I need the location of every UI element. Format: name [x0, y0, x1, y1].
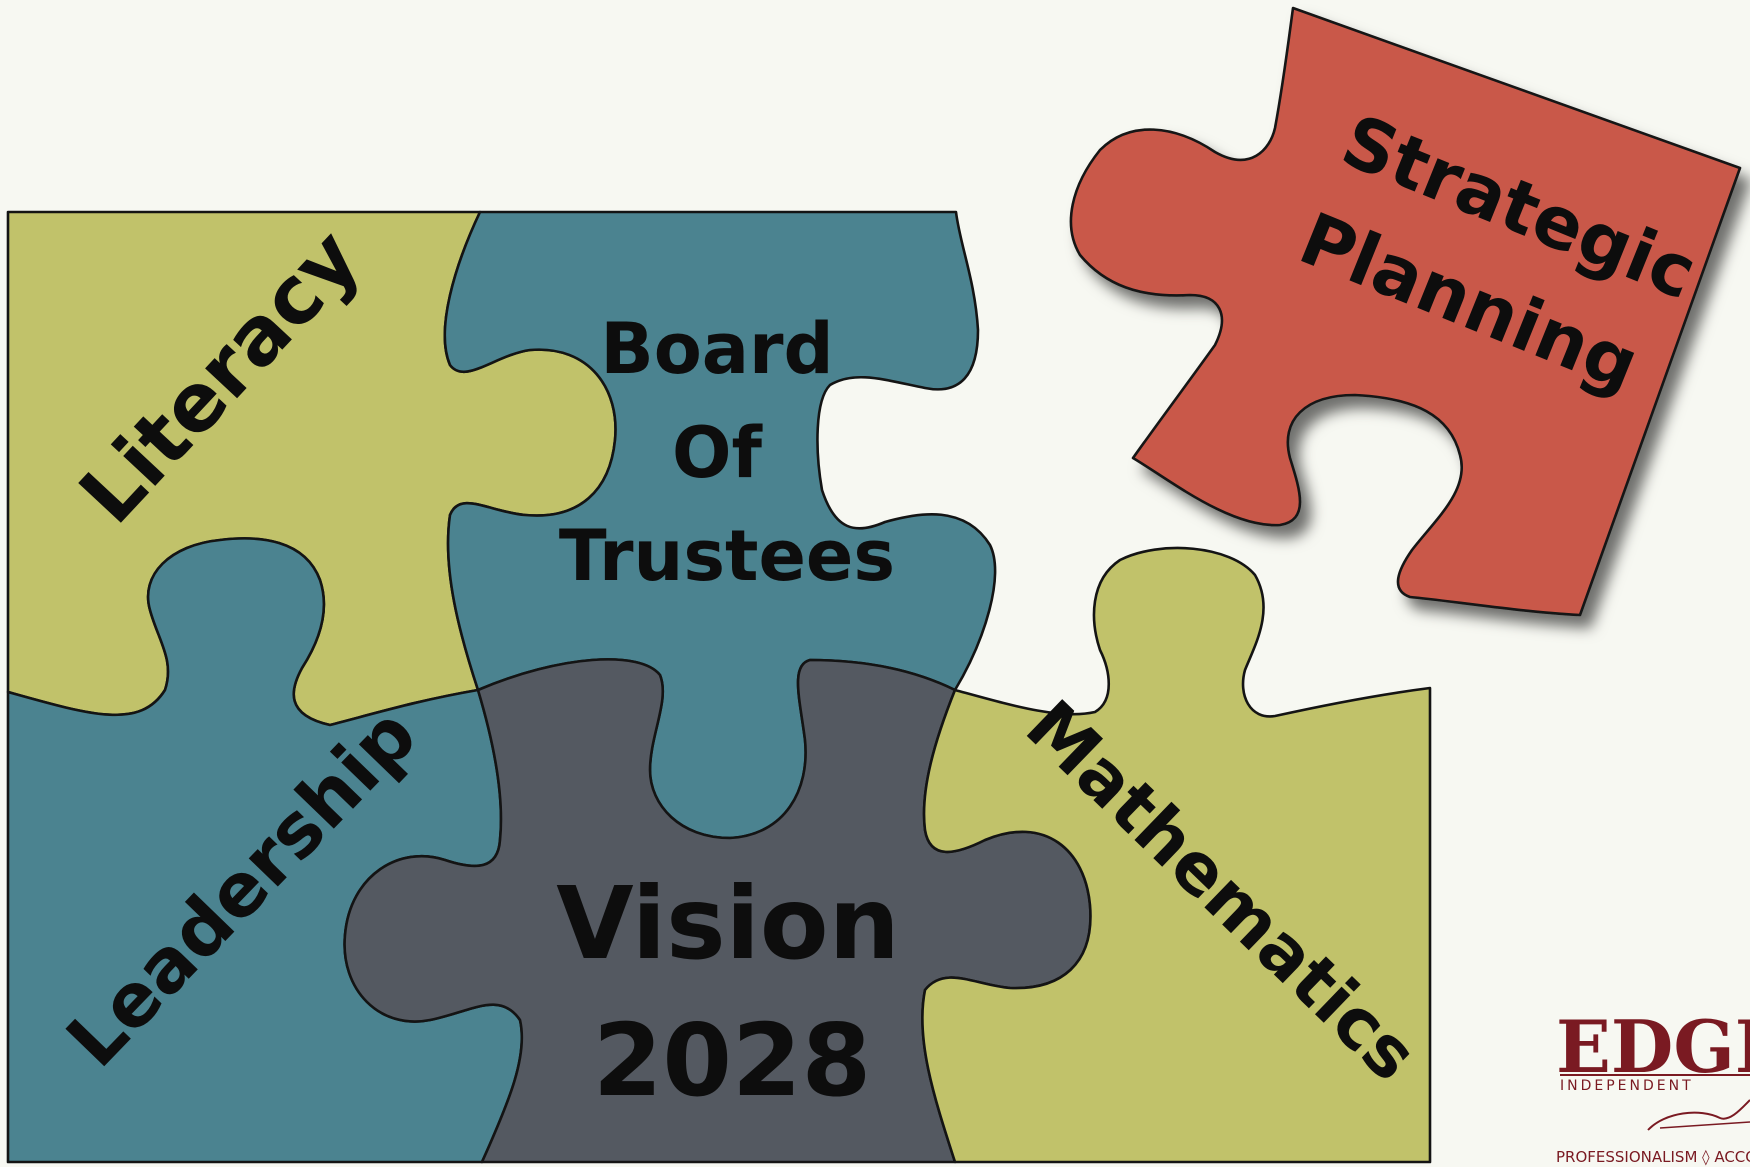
board-label-line2: Of	[672, 412, 764, 494]
strategic-piece	[1069, 6, 1742, 617]
vision-label-line1: Vision	[556, 865, 900, 982]
logo-subtitle: INDEPENDENT	[1560, 1078, 1694, 1094]
board-label-line1: Board	[600, 308, 833, 390]
logo-tagline: PROFESSIONALISM ◊ ACCO	[1556, 1148, 1750, 1166]
board-label-line3: Trustees	[559, 515, 895, 597]
edgewood-logo: EDGE INDEPENDENT PROFESSIONALISM ◊ ACCO	[1556, 1004, 1750, 1166]
logo-wordmark: EDGE	[1556, 1004, 1750, 1089]
mathematics-piece	[921, 546, 1432, 1164]
logo-signature-flourish	[1647, 1099, 1750, 1131]
vision-label-line2: 2028	[593, 1002, 871, 1119]
